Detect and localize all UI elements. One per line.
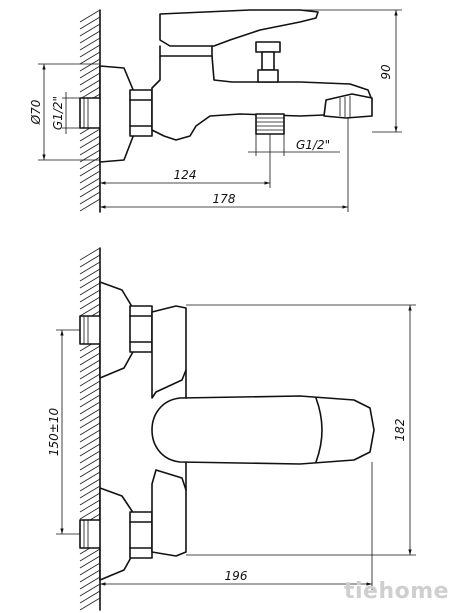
inlet-thread-label: G1/2" [51,96,65,130]
hatch-line [79,583,101,597]
hatch-line [79,352,101,366]
hatch-line [79,590,101,604]
hatch-line [79,275,101,289]
diverter-knob [255,41,281,83]
hatch-line [79,86,101,100]
hatch-line [79,72,101,86]
center-distance-label: 150±10 [47,408,61,457]
hatch-line [79,366,101,380]
hatch-line [79,443,101,457]
shower-outlet-thread [255,113,285,135]
hatch-line [79,422,101,436]
hatch-line [79,576,101,590]
dimension-depth: 196 [100,462,373,590]
hatch-line [79,128,101,142]
lower-connection [79,487,153,581]
diameter-label: Ø70 [29,99,43,125]
depth-outlet-label: 124 [174,168,197,182]
hatch-line [79,16,101,30]
hatch-line [79,457,101,471]
hatch-line [79,450,101,464]
lever-handle [159,9,319,47]
wall-rosette [99,65,135,163]
depth-label: 196 [225,569,248,583]
hatch-line [79,79,101,93]
spout [323,93,373,119]
dimension-outlet-thread: G1/2" [248,134,340,156]
lever-handle-top [151,395,375,465]
hatch-line [79,156,101,170]
hatch-line [79,387,101,401]
hatch-line [79,289,101,303]
inlet-pipe [79,97,103,129]
hatch-line [79,9,101,23]
hatch-line [79,380,101,394]
dimension-width: 182 [186,304,416,556]
hatch-line [79,254,101,268]
hatch-line [79,37,101,51]
hatch-line [79,464,101,478]
hatch-line [79,373,101,387]
hatch-line [79,163,101,177]
hatch-line [79,401,101,415]
upper-connection [79,281,153,379]
hatch-line [79,282,101,296]
height-label: 90 [379,64,393,80]
hatch-line [79,142,101,156]
hatch-line [79,562,101,576]
watermark: tiehome [344,579,449,604]
side-view: 90 Ø70 G1/2" G1/2" 124 [29,9,402,213]
hatch-line [79,51,101,65]
dimension-depth-total: 178 [100,118,349,212]
dimension-center-distance: 150±10 [47,329,80,535]
hatch-line [79,268,101,282]
hatch-line [79,492,101,506]
depth-total-label: 178 [213,192,236,206]
outlet-thread-label: G1/2" [296,138,330,152]
hatch-line [79,548,101,562]
wall-hatching-bottom [79,247,101,611]
dimension-height: 90 [300,9,402,133]
hatch-line [79,415,101,429]
top-view: 150±10 182 196 [47,247,416,611]
mixer-body-top [151,305,187,399]
hatch-line [79,44,101,58]
hatch-line [79,135,101,149]
hatch-line [79,184,101,198]
hex-nut [129,89,153,137]
hatch-line [79,198,101,212]
hatch-line [79,23,101,37]
hatch-line [79,65,101,79]
hatch-line [79,408,101,422]
hatch-line [79,597,101,611]
mixer-body-top-lower [151,469,187,557]
hatch-line [79,345,101,359]
hatch-line [79,303,101,317]
hatch-line [79,394,101,408]
hatch-line [79,436,101,450]
hatch-line [79,569,101,583]
hatch-line [79,170,101,184]
hatch-line [79,58,101,72]
hatch-line [79,30,101,44]
hatch-line [79,247,101,261]
dimension-inlet-thread: G1/2" [51,92,80,134]
hatch-line [79,177,101,191]
hatch-line [79,499,101,513]
hatch-line [79,471,101,485]
hatch-line [79,506,101,520]
hatch-line [79,555,101,569]
hatch-line [79,478,101,492]
width-label: 182 [393,419,407,442]
hatch-line [79,359,101,373]
hatch-line [79,296,101,310]
hatch-line [79,485,101,499]
hatch-line [79,191,101,205]
dimension-diameter: Ø70 [29,63,100,161]
hatch-line [79,429,101,443]
dimension-depth-outlet: 124 [100,134,271,188]
hatch-line [79,261,101,275]
